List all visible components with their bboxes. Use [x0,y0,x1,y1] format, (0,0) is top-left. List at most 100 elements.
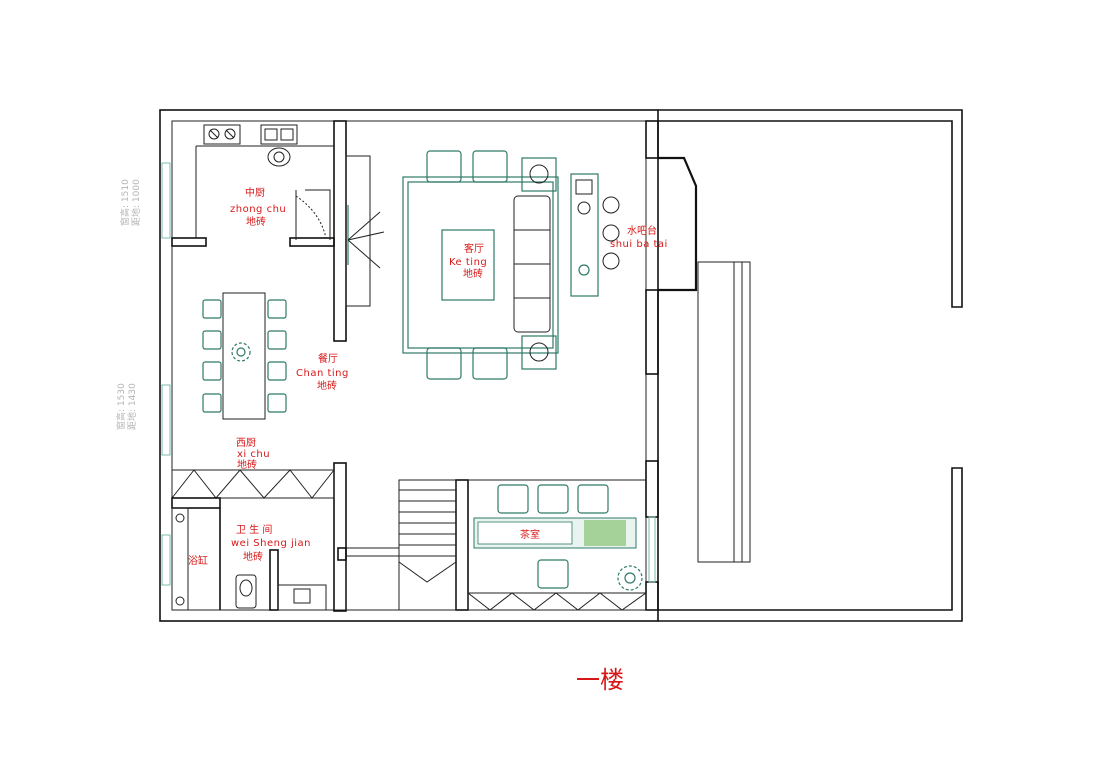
dining-table [222,292,266,420]
side-table [521,335,557,370]
label-western-kitchen-floor: 地砖 [237,458,257,471]
bar-tap-icon [577,201,591,215]
bay-window-outer [646,157,697,291]
central-wall [333,120,347,342]
window-note-dining-1: 窗高: 1530 [115,383,127,430]
wall-pillar [645,581,659,611]
armchair [472,347,508,380]
terrace-steps [697,261,751,563]
kitchen-wall-left [171,237,207,247]
wall-pillar [645,120,659,159]
label-kitchen-floor: 地砖 [246,215,266,228]
bar-stool [602,252,620,270]
terrace-top-wall [658,109,963,308]
lamp-icon [529,164,549,184]
living-rug-outer [402,176,559,354]
chair [202,299,222,319]
wall-stub [337,547,347,561]
label-living-floor: 地砖 [463,267,483,280]
label-bathtub: 浴缸 [188,554,208,567]
window-bathroom [161,534,171,586]
room-labels: 中厨 zhong chu 地砖 餐厅 Chan ting 地砖 西厨 xi ch… [188,186,667,567]
counter-cabinet-lines [171,469,335,499]
label-bathroom-cn: 卫 生 间 [236,523,272,536]
side-table [521,157,557,192]
tea-chair [537,559,569,589]
dining-set [202,292,287,420]
label-bathroom-en: wei Sheng jian [231,538,311,549]
label-tea-room: 茶室 [520,528,540,541]
tea-room-cabinet [467,592,647,611]
window-note-kitchen-1: 窗高: 1510 [119,179,131,226]
kitchen-fixtures [195,124,334,238]
chair [202,393,222,413]
tea-room-furniture [473,484,643,591]
bathroom-wall-stub [269,549,279,611]
door-swing [347,231,385,241]
plant-icon [578,264,590,276]
chair [267,330,287,350]
stair-arrow [398,561,457,583]
kitchen-door-frame [305,189,331,240]
label-western-kitchen-en: xi chu [237,449,270,460]
chair [202,361,222,381]
bay-window [645,120,698,611]
label-bathroom-floor: 地砖 [243,550,263,563]
label-dining-cn: 餐厅 [318,352,338,365]
tea-chair [497,484,529,514]
dining-chairs-left [202,299,222,413]
burner-icon [225,129,235,139]
wall-pillar [645,289,659,375]
tap-icon [175,513,185,523]
plant-icon [236,347,246,357]
window-kitchen [161,162,171,239]
washbasin-counter [277,584,327,611]
armchair [426,347,462,380]
floor-title: 一楼 [576,666,624,694]
burner-icon [224,128,236,140]
chair [202,330,222,350]
label-living-cn: 客厅 [464,242,484,255]
window-note-kitchen-2: 距地: 1000 [130,179,142,226]
chair [267,299,287,319]
kitchen-door-arc [295,195,327,239]
bathroom-fixtures [171,507,327,611]
terrace-bottom-wall [658,467,963,622]
armchair [426,150,462,183]
tea-room-wall [455,479,469,611]
kitchen-sink [260,124,298,145]
kitchen-wall-right [289,237,335,247]
plant-icon [624,572,636,584]
label-living-en: Ke ting [449,257,487,268]
lamp-icon [529,342,549,362]
label-dining-floor: 地砖 [317,379,337,392]
bar-sink [575,179,593,195]
terrace-outline [658,109,963,622]
western-kitchen-counter [171,469,335,499]
window-notes: 窗高: 1510 距地: 1000 窗高: 1530 距地: 1430 [115,179,142,430]
window-note-dining-2: 距地: 1430 [126,383,138,430]
staircase [398,479,457,611]
left-windows [161,162,171,586]
dining-chairs-right [267,299,287,413]
bathtub-edge [171,507,189,611]
tea-chair [577,484,609,514]
door-swing [347,211,381,241]
door-swing [347,239,381,269]
plant-icon [231,342,251,362]
tea-plant-bed [584,520,626,546]
label-water-bar-cn: 水吧台 [627,224,657,237]
bar-stool [602,224,620,242]
tea-chair [537,484,569,514]
plant-icon [617,565,643,591]
tea-table-top [477,521,573,545]
burner-icon [208,128,220,140]
bathroom-top-wall-left [171,497,221,509]
tea-cabinet-lines [467,592,647,611]
storage-closet [345,547,400,611]
stove [203,124,241,145]
person-icon [267,147,291,167]
chair [267,361,287,381]
